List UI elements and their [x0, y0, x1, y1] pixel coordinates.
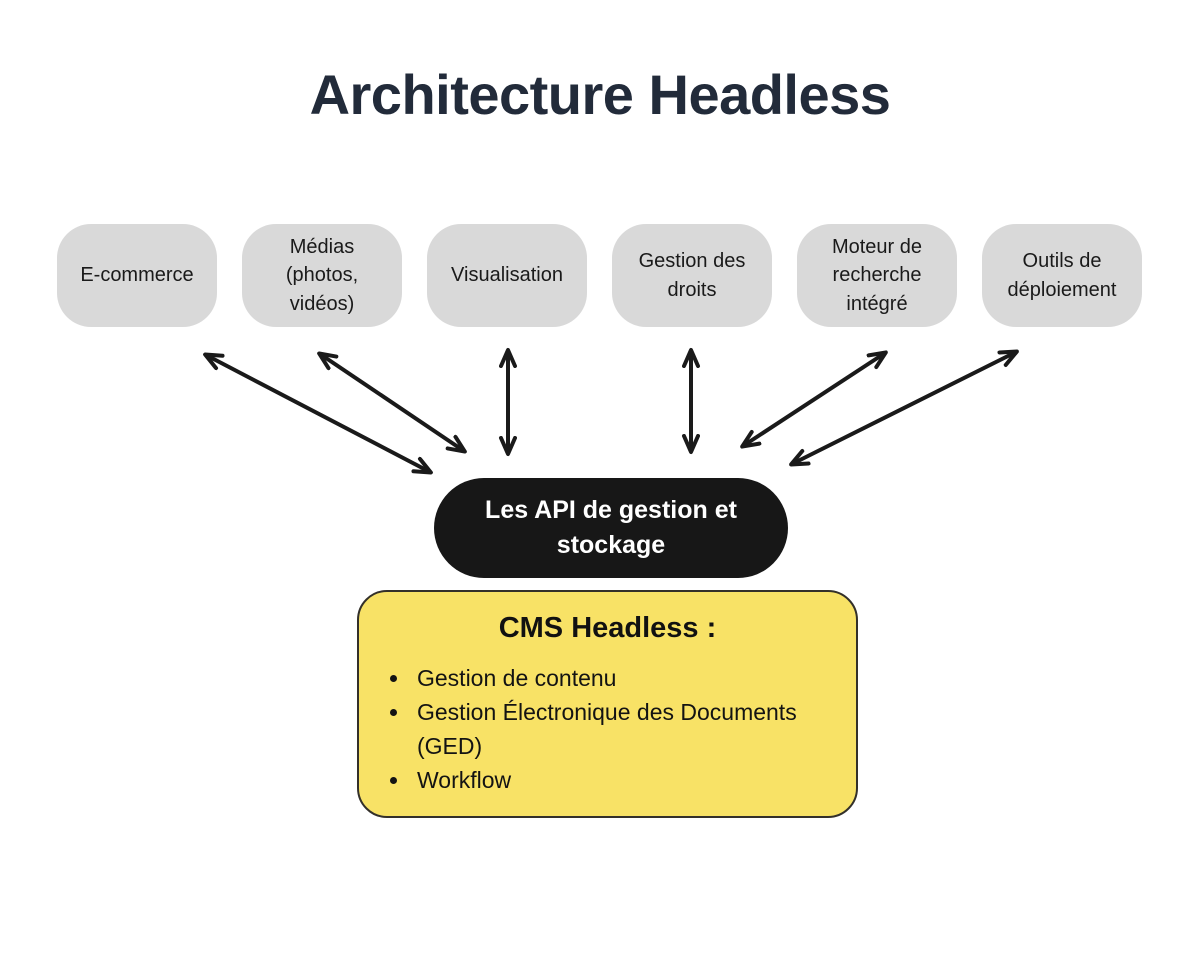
- api-box: Les API de gestion et stockage: [434, 478, 788, 578]
- cms-feature-item: Workflow: [411, 764, 842, 797]
- cms-feature-list: Gestion de contenu Gestion Électronique …: [359, 662, 856, 797]
- node-label: E-commerce: [80, 264, 194, 287]
- node-label: Moteur de recherche intégré: [831, 235, 923, 315]
- arrow-e-commerce-api: [203, 352, 433, 475]
- node-gestion-des-droits: Gestion des droits: [612, 224, 772, 327]
- node-label: Outils de déploiement: [1007, 250, 1117, 301]
- cms-feature-item: Gestion de contenu: [411, 662, 842, 695]
- node-visualisation: Visualisation: [427, 224, 587, 327]
- cms-headless-box: CMS Headless : Gestion de contenu Gestio…: [357, 590, 858, 818]
- client-nodes-row: E-commerce Médias (photos, vidéos) Visua…: [57, 224, 1142, 327]
- arrow-outils-deploiement-api: [789, 349, 1019, 467]
- node-label: Visualisation: [451, 264, 563, 287]
- cms-feature-item: Gestion Électronique des Documents (GED): [411, 696, 842, 763]
- node-medias: Médias (photos, vidéos): [242, 224, 402, 327]
- node-moteur-de-recherche: Moteur de recherche intégré: [797, 224, 957, 327]
- arrow-moteur-recherche-api: [740, 350, 888, 449]
- api-box-label: Les API de gestion et stockage: [485, 496, 737, 559]
- cms-box-title: CMS Headless :: [498, 612, 717, 644]
- page-title: Architecture Headless: [309, 63, 891, 126]
- node-label: Médias (photos, vidéos): [285, 235, 359, 315]
- node-e-commerce: E-commerce: [57, 224, 217, 327]
- arrow-medias-api: [317, 351, 467, 454]
- node-label: Gestion des droits: [638, 250, 746, 301]
- node-outils-de-deploiement: Outils de déploiement: [982, 224, 1142, 327]
